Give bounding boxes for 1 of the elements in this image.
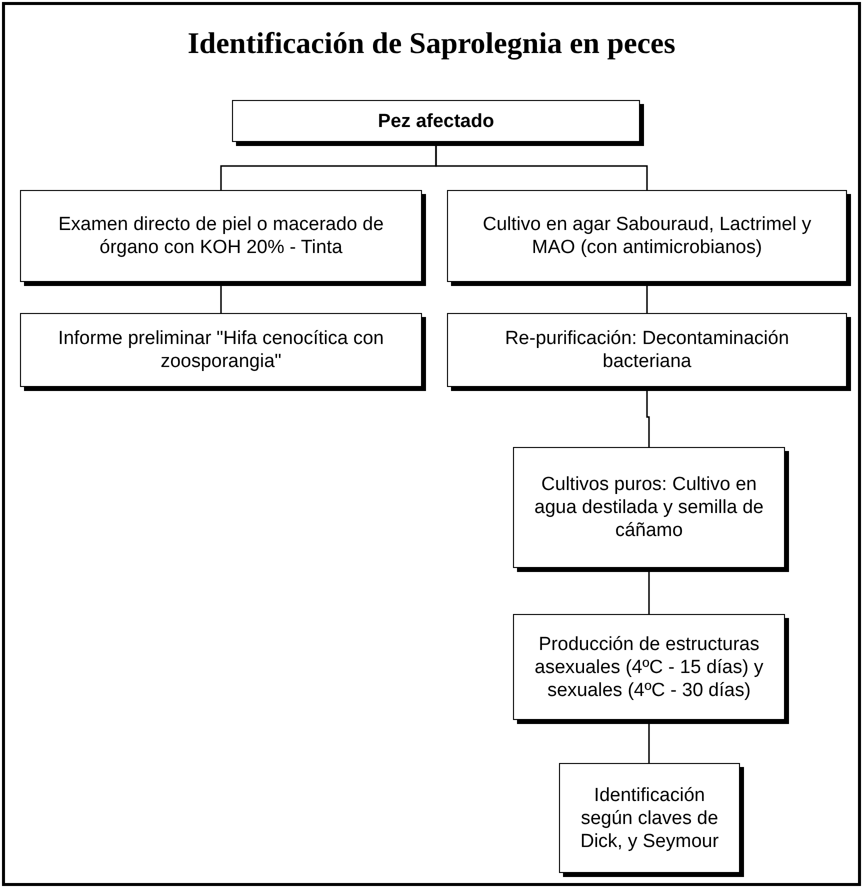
- title: Identificación de Saprolegnia en peces: [186, 26, 676, 62]
